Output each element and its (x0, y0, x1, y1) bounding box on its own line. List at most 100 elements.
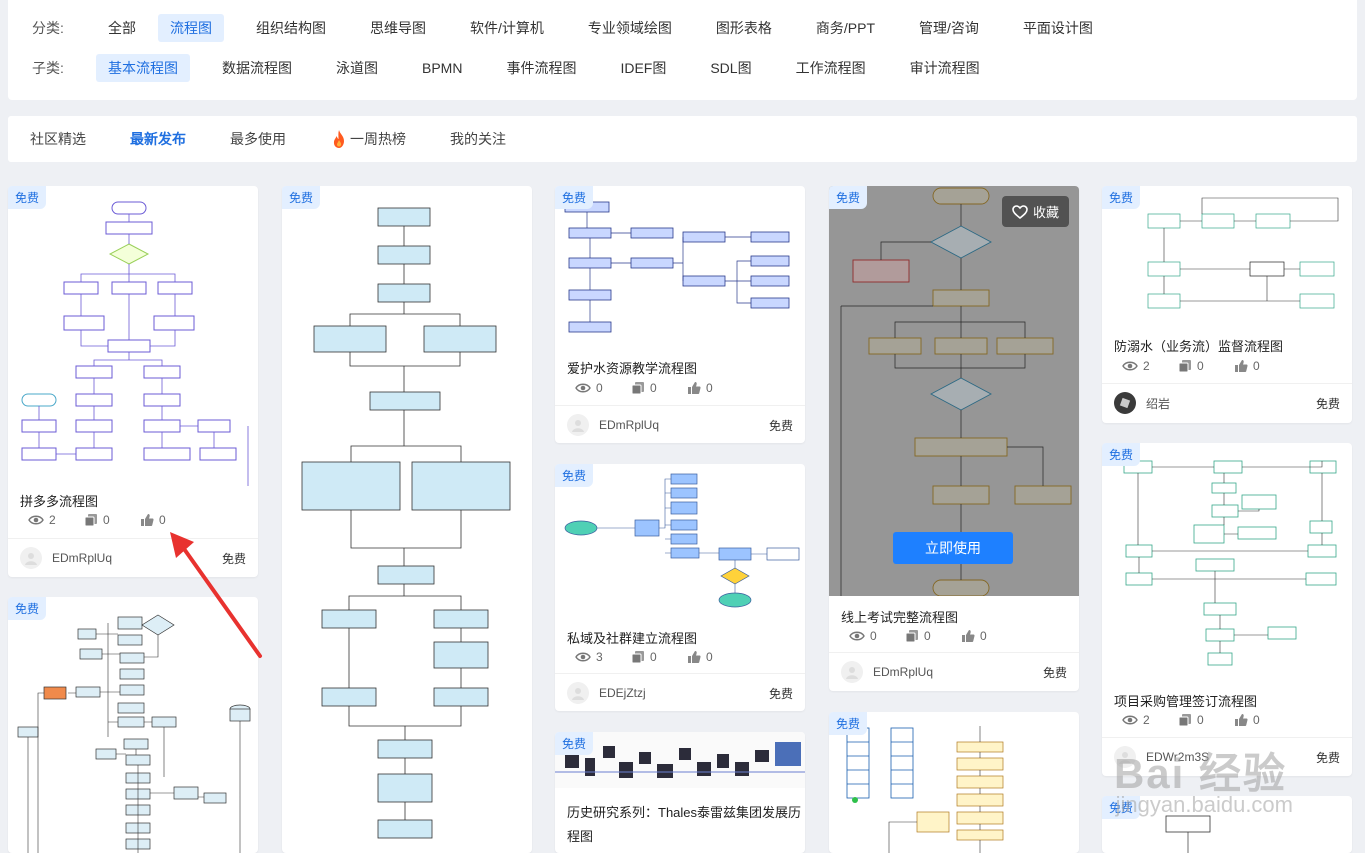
avatar[interactable] (567, 682, 589, 704)
tab-most-used[interactable]: 最多使用 (230, 131, 286, 147)
likes-stat: 0 (1234, 713, 1290, 727)
thumb-up-icon (688, 382, 701, 394)
card-title[interactable]: 项目采购管理签订流程图 (1114, 694, 1258, 709)
card-footer: EDEjZtzj 免费 (555, 673, 805, 711)
thumb-up-icon (1235, 360, 1248, 372)
template-card-finance-flow[interactable]: 免费 (282, 186, 532, 853)
category-business-ppt[interactable]: 商务/PPT (815, 20, 876, 36)
subcategory-workflow[interactable]: 工作流程图 (795, 60, 866, 76)
template-card-private-community[interactable]: 免费 私域及社群建立流程图 3 0 0 EDEjZtzj 免费 (555, 464, 805, 711)
thumbnail (1102, 443, 1352, 683)
category-org-chart[interactable]: 组织结构图 (256, 20, 326, 36)
template-card-pinduoduo[interactable]: 免费 拼多多流程图 2 0 0 (8, 186, 258, 577)
subcategory-event-flow[interactable]: 事件流程图 (506, 60, 577, 76)
template-card-thales-history[interactable]: 免费 历史研究系列：Thales泰雷兹集团发展历 程图 (555, 732, 805, 853)
copies-stat: 0 (631, 381, 687, 395)
subcategory-basic-flowchart[interactable]: 基本流程图 (96, 54, 190, 82)
tab-weekly-hot[interactable]: 一周热榜 (308, 129, 428, 149)
free-badge: 免费 (8, 186, 47, 209)
category-software[interactable]: 软件/计算机 (470, 20, 544, 36)
card-footer: EDWr2m3S 免费 (1102, 737, 1352, 776)
category-graphic-table[interactable]: 图形表格 (715, 20, 772, 36)
category-flowchart[interactable]: 流程图 (158, 14, 224, 42)
views-count: 0 (870, 629, 877, 643)
likes-stat: 0 (687, 381, 743, 395)
collect-button[interactable]: 收藏 (1001, 196, 1069, 227)
thumbnail (555, 732, 805, 788)
free-badge: 免费 (1102, 186, 1141, 209)
author-name[interactable]: EDmRplUq (52, 551, 113, 565)
copy-icon (84, 514, 97, 527)
template-card-drowning-prevention[interactable]: 免费 防溺水（业务流）监督流程图 2 0 0 绍岩 免费 (1102, 186, 1352, 423)
eye-icon (849, 631, 865, 641)
views-stat: 3 (575, 650, 631, 664)
card-stats: 0 0 0 (575, 381, 743, 395)
thumbnail (1102, 796, 1352, 853)
copy-icon (1178, 714, 1191, 727)
template-card-complex-flowchart[interactable]: 免费 (8, 597, 258, 853)
copy-icon (631, 382, 644, 395)
copy-icon (631, 651, 644, 664)
category-management[interactable]: 管理/咨询 (919, 20, 979, 36)
category-graphic-design[interactable]: 平面设计图 (1022, 20, 1093, 36)
copies-count: 0 (103, 513, 110, 527)
copies-stat: 0 (1178, 359, 1234, 373)
card-footer: 绍岩 免费 (1102, 383, 1352, 422)
subcategory-bpmn[interactable]: BPMN (422, 60, 463, 76)
subcategory-audit[interactable]: 审计流程图 (909, 60, 980, 76)
views-count: 2 (1143, 713, 1150, 727)
card-stats: 3 0 0 (575, 650, 743, 664)
subcategory-idef[interactable]: IDEF图 (620, 60, 667, 76)
subcategory-data-flow[interactable]: 数据流程图 (222, 60, 292, 76)
free-badge: 免费 (1102, 443, 1141, 466)
views-stat: 0 (849, 629, 905, 643)
tab-newest[interactable]: 最新发布 (130, 131, 186, 147)
template-card-water-resource[interactable]: 免费 爱护水资源教学流程图 0 0 0 EDmRplUq 免费 (555, 186, 805, 443)
card-title-line2[interactable]: 程图 (567, 829, 594, 844)
thumbnail (8, 186, 258, 486)
copies-count: 0 (1197, 713, 1204, 727)
subcategory-sdl[interactable]: SDL图 (710, 60, 752, 76)
avatar[interactable] (20, 547, 42, 569)
copies-count: 0 (650, 381, 657, 395)
card-title[interactable]: 历史研究系列：Thales泰雷兹集团发展历 (567, 805, 802, 820)
template-card-procurement[interactable]: 免费 项目采购管理签订流程图 2 0 0 EDWr2m3S 免费 (1102, 443, 1352, 776)
card-footer: EDmRplUq 免费 (8, 538, 258, 577)
copies-count: 0 (650, 650, 657, 664)
free-badge: 免费 (555, 186, 594, 209)
avatar[interactable] (567, 414, 589, 436)
template-card-start-flow[interactable]: 免费 (1102, 796, 1352, 853)
category-all[interactable]: 全部 (108, 20, 136, 36)
flowchart-thumbnail (840, 187, 1072, 596)
likes-count: 0 (1253, 359, 1260, 373)
card-title[interactable]: 私域及社群建立流程图 (567, 631, 698, 646)
thumbnail (8, 597, 258, 853)
price-label: 免费 (1042, 665, 1067, 680)
author-name[interactable]: EDmRplUq (873, 665, 934, 679)
card-title[interactable]: 线上考试完整流程图 (841, 610, 959, 625)
template-card-swimlane-process[interactable]: 免费 (829, 712, 1079, 853)
use-now-button[interactable]: 立即使用 (893, 532, 1013, 564)
baidu-watermark-url: jingyan.baidu.com (1115, 792, 1293, 817)
tab-following[interactable]: 我的关注 (450, 131, 506, 147)
avatar[interactable] (1114, 392, 1136, 414)
template-card-online-exam[interactable]: 免费 收藏 立即使用 线上考试完整流程图 0 0 0 (829, 186, 1079, 691)
category-professional[interactable]: 专业领域绘图 (587, 20, 672, 36)
thumbnail (282, 186, 532, 853)
subcategory-swimlane[interactable]: 泳道图 (336, 60, 378, 76)
eye-icon (1122, 715, 1138, 725)
author-name[interactable]: EDmRplUq (599, 418, 660, 432)
card-title[interactable]: 爱护水资源教学流程图 (567, 361, 698, 376)
views-stat: 2 (1122, 713, 1178, 727)
avatar[interactable] (841, 661, 863, 683)
author-name[interactable]: EDEjZtzj (599, 686, 646, 700)
author-name[interactable]: 绍岩 (1146, 396, 1171, 411)
card-title[interactable]: 防溺水（业务流）监督流程图 (1114, 339, 1284, 354)
card-title[interactable]: 拼多多流程图 (20, 494, 99, 509)
author-name[interactable]: EDWr2m3S (1146, 750, 1210, 764)
category-mindmap[interactable]: 思维导图 (370, 20, 426, 36)
flowchart-thumbnail (1165, 815, 1211, 853)
avatar[interactable] (1114, 746, 1136, 768)
copies-count: 0 (1197, 359, 1204, 373)
tab-community-picks[interactable]: 社区精选 (30, 131, 86, 147)
